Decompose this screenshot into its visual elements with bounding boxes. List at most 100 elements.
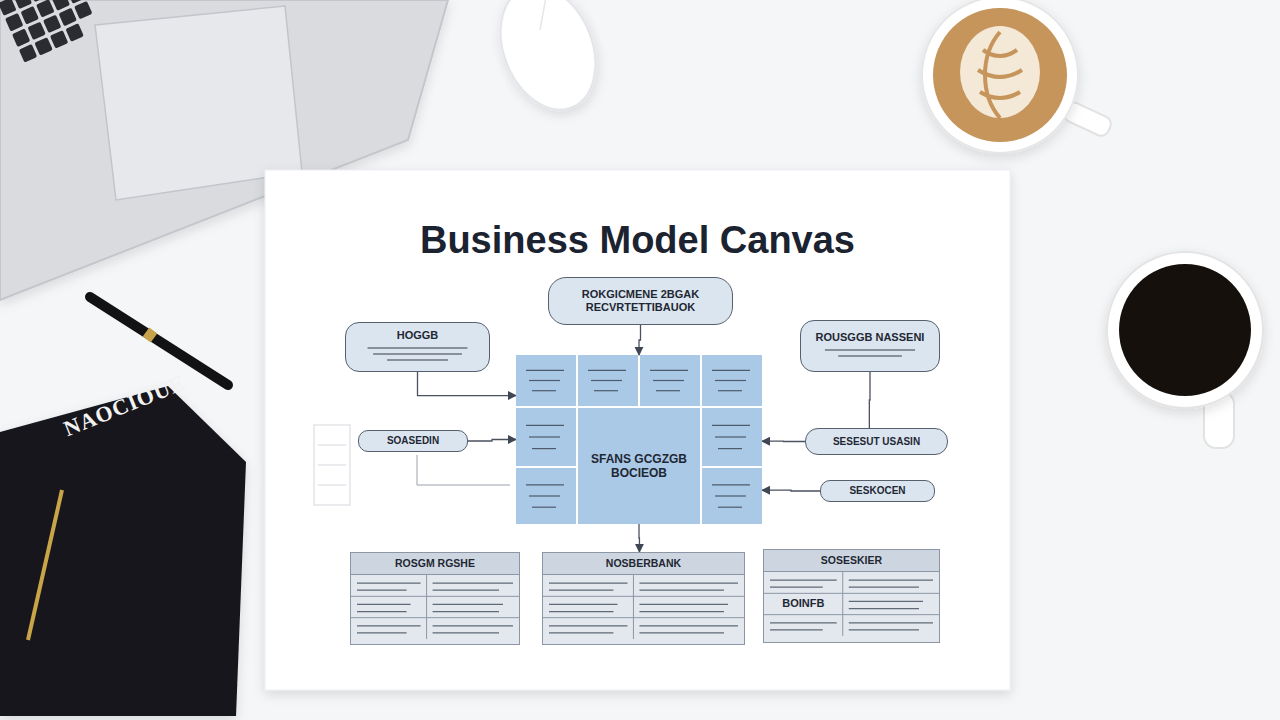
- laptop-keyboard: [0, 0, 99, 63]
- grid-center: SFANS GCGZGB BOCIEOB: [578, 408, 700, 524]
- keyboard-key: [12, 29, 30, 47]
- scribble-line: [591, 380, 622, 381]
- scribble-line: [639, 625, 738, 626]
- grid-cell: [702, 408, 762, 466]
- scribble-line: [849, 622, 933, 623]
- scribble-line: [849, 579, 933, 580]
- connector: [638, 524, 640, 552]
- scribble-line: [529, 380, 560, 381]
- table-rule: [633, 575, 634, 639]
- table-heading: SOSESKIER: [770, 554, 933, 567]
- scribble-line: [594, 390, 618, 391]
- scribble-line: [849, 600, 923, 601]
- computer-mouse: [483, 0, 613, 124]
- table-rule: [426, 575, 427, 639]
- scribble-line: [433, 582, 513, 583]
- scribble-line: [825, 349, 915, 350]
- text-scribble: [362, 345, 473, 365]
- scribble-line: [357, 589, 407, 590]
- keyboard-key: [43, 15, 61, 33]
- table-grid: [543, 575, 744, 639]
- scribble-line: [387, 359, 448, 360]
- table-rule: [764, 592, 939, 593]
- pen: [90, 297, 228, 385]
- scribble-line: [838, 355, 902, 356]
- pen-body: [90, 297, 228, 385]
- scribble-line: [588, 370, 626, 371]
- black-coffee-cup: [1107, 252, 1263, 448]
- scribble-line: [433, 589, 499, 590]
- latte-foam: [960, 26, 1040, 118]
- scribble-line: [653, 380, 684, 381]
- scribble-line: [433, 603, 503, 604]
- faint-sketch: [314, 425, 510, 505]
- canvas-grid: SFANS GCGZGB BOCIEOB: [516, 355, 762, 524]
- table-header: SOSESKIER: [764, 550, 939, 572]
- keyboard-key: [14, 0, 32, 9]
- box-text: SESESUT USASIN: [833, 436, 920, 448]
- sketch-line: [318, 485, 346, 486]
- table-rule: [351, 617, 519, 618]
- table-rule: [351, 595, 519, 596]
- connector: [639, 325, 641, 355]
- box-text: SFANS GCGZGB BOCIEOB: [584, 452, 694, 481]
- notebook-cover: [0, 386, 246, 716]
- text-scribble: [817, 347, 923, 361]
- keyboard-key: [27, 22, 45, 40]
- scribble-line: [357, 632, 407, 633]
- connector: [762, 441, 805, 443]
- scribble-line: [532, 390, 556, 391]
- block-oval: SESESUT USASIN: [805, 428, 948, 455]
- scribble-line: [849, 608, 919, 609]
- table-body: [351, 575, 519, 639]
- sketch-box: [314, 425, 350, 505]
- block-oval: ROKGICMENE 2BGAK RECVRTETTIBAUOK: [548, 277, 733, 325]
- scribble-line: [718, 448, 742, 449]
- scribble-line: [549, 603, 617, 604]
- keyboard-key: [34, 37, 52, 55]
- table-block: NOSBERBANK: [542, 552, 745, 645]
- scribble-line: [712, 370, 750, 371]
- keyboard-key: [21, 6, 39, 24]
- scribble-line: [650, 370, 688, 371]
- keyboard-key: [0, 0, 17, 16]
- scribble-line: [770, 586, 823, 587]
- grid-cell: [702, 468, 762, 524]
- latte-cup: [922, 0, 1114, 153]
- latte-coffee: [933, 8, 1067, 142]
- canvas-title: Business Model Canvas: [265, 219, 1010, 262]
- grid-cell: [640, 355, 700, 406]
- grid-cells: [516, 355, 762, 524]
- table-rule: [842, 572, 843, 636]
- scribble-line: [368, 347, 468, 348]
- block-oval: HOGGB: [345, 322, 490, 372]
- keyboard-key: [52, 0, 70, 11]
- scribble-line: [639, 582, 738, 583]
- scribble-line: [357, 611, 407, 612]
- notebook: [0, 386, 246, 716]
- scribble-line: [549, 625, 627, 626]
- scribble-line: [526, 484, 564, 485]
- scribble-line: [433, 625, 513, 626]
- cup-rim: [922, 0, 1078, 153]
- table-rule: [764, 614, 939, 615]
- table-rule: [543, 617, 744, 618]
- table-grid: [351, 575, 519, 639]
- scribble-line: [639, 611, 724, 612]
- table-heading: ROSGM RGSHE: [357, 557, 513, 570]
- scribble-line: [849, 586, 919, 587]
- table-block: ROSGM RGSHE: [350, 552, 520, 645]
- scribble-line: [549, 589, 613, 590]
- box-text: SESKOCEN: [849, 485, 905, 497]
- scribble-line: [718, 507, 742, 508]
- scribble-line: [712, 484, 750, 485]
- connector: [468, 440, 516, 442]
- notebook-band: [28, 490, 62, 640]
- keyboard-key: [36, 0, 54, 18]
- scribble-line: [532, 507, 556, 508]
- keyboard-key: [58, 8, 76, 26]
- scribble-line: [357, 603, 411, 604]
